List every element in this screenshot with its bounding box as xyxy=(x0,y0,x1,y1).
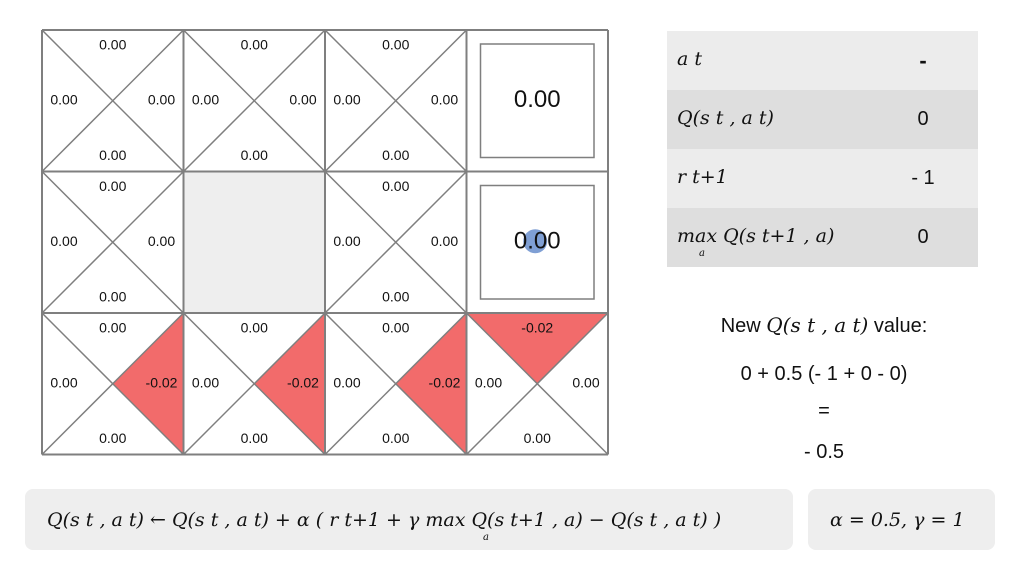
cell-diagonal xyxy=(41,312,185,456)
q-value-right: 0.00 xyxy=(572,374,599,390)
q-value-up: 0.00 xyxy=(382,37,409,53)
calc-result: - 0.5 xyxy=(803,441,845,463)
q-value-up: 0.00 xyxy=(241,37,268,53)
q-value-down: 0.00 xyxy=(241,147,268,163)
q-value-right: 0.00 xyxy=(148,233,175,249)
q-value-left: 0.00 xyxy=(333,233,360,249)
calc-title-math: Q(s t , a t) xyxy=(766,313,869,337)
terminal-value: 0.00 xyxy=(514,228,561,255)
table-symbol-subscript: a xyxy=(699,248,705,259)
table-row-action: a t - xyxy=(667,31,978,90)
table-row-max-q-next: max Q(s t+1 , a) a 0 xyxy=(667,208,978,267)
q-value-left: 0.00 xyxy=(50,374,77,390)
q-value-right: 0.00 xyxy=(431,91,458,107)
q-value-right: 0.00 xyxy=(148,91,175,107)
q-value-up: 0.00 xyxy=(99,178,126,194)
q-value-up: 0.00 xyxy=(382,178,409,194)
params-formula: α = 0.5, γ = 1 xyxy=(830,509,965,531)
q-value-right: 0.00 xyxy=(431,233,458,249)
q-value-up: -0.02 xyxy=(521,320,553,336)
negative-q-triangle xyxy=(395,313,467,455)
calc-equals: = xyxy=(818,400,830,422)
q-value-left: 0.00 xyxy=(333,91,360,107)
wall-cell xyxy=(183,171,325,313)
q-value-left: 0.00 xyxy=(50,233,77,249)
cell-diagonal xyxy=(41,29,185,173)
q-value-down: 0.00 xyxy=(382,289,409,305)
calc-expression: 0 + 0.5 (- 1 + 0 - 0) xyxy=(740,363,908,385)
q-value-down: 0.00 xyxy=(99,430,126,446)
cell-diagonal xyxy=(324,170,468,314)
q-value-up: 0.00 xyxy=(99,37,126,53)
table-row-reward: r t+1 - 1 xyxy=(667,149,978,208)
table-value: 0 xyxy=(917,226,929,248)
q-value-left: 0.00 xyxy=(333,374,360,390)
q-value-right: 0.00 xyxy=(289,91,316,107)
negative-q-triangle xyxy=(254,313,325,455)
terminal-box xyxy=(479,43,595,159)
q-value-down: 0.00 xyxy=(99,147,126,163)
q-value-left: 0.00 xyxy=(50,91,77,107)
table-value: - xyxy=(919,48,927,73)
table-value: 0 xyxy=(917,108,929,130)
q-value-up: 0.00 xyxy=(99,320,126,336)
cell-diagonal xyxy=(324,29,468,173)
calc-title: New Q(s t , a t) value: xyxy=(664,313,984,338)
cell-diagonal xyxy=(324,312,468,456)
table-symbol: max Q(s t+1 , a) xyxy=(677,225,835,247)
q-value-right: -0.02 xyxy=(429,374,461,390)
agent-marker xyxy=(523,229,548,254)
calc-title-prefix: New xyxy=(720,315,761,337)
q-value-down: 0.00 xyxy=(99,289,126,305)
q-value-right: -0.02 xyxy=(287,374,319,390)
table-symbol: a t xyxy=(677,48,703,70)
update-rule-box: Q(s t , a t) ← Q(s t , a t) + α ( r t+1 … xyxy=(25,489,793,550)
q-value-right: -0.02 xyxy=(146,374,178,390)
q-value-down: 0.00 xyxy=(524,430,551,446)
table-value: - 1 xyxy=(911,167,935,189)
q-value-up: 0.00 xyxy=(241,320,268,336)
update-rule-formula: Q(s t , a t) ← Q(s t , a t) + α ( r t+1 … xyxy=(47,509,722,531)
cell-diagonal xyxy=(41,170,185,314)
q-value-up: 0.00 xyxy=(382,320,409,336)
table-symbol: r t+1 xyxy=(677,166,728,188)
q-value-down: 0.00 xyxy=(382,430,409,446)
params-box: α = 0.5, γ = 1 xyxy=(808,489,995,550)
table-row-q-current: Q(s t , a t) 0 xyxy=(667,90,978,149)
negative-q-triangle xyxy=(466,313,608,384)
q-value-left: 0.00 xyxy=(192,91,219,107)
q-value-down: 0.00 xyxy=(382,147,409,163)
cell-diagonal xyxy=(465,312,609,456)
terminal-value: 0.00 xyxy=(514,86,561,113)
negative-q-triangle xyxy=(112,313,184,455)
update-rule-max-subscript: a xyxy=(483,532,489,543)
q-value-down: 0.00 xyxy=(241,430,268,446)
cell-diagonal xyxy=(182,312,326,456)
q-value-left: 0.00 xyxy=(475,374,502,390)
cell-diagonal xyxy=(182,29,326,173)
q-value-left: 0.00 xyxy=(192,374,219,390)
calc-title-suffix: value: xyxy=(873,315,928,337)
gridworld: 0.00 0.00 0.00 0.00 0.00 0.00 0.00 0.00 0.00 0.00… xyxy=(41,29,609,456)
table-symbol: Q(s t , a t) xyxy=(677,107,774,129)
variables-table: a t - Q(s t , a t) 0 r t+1 - 1 max Q(s t… xyxy=(667,31,978,267)
